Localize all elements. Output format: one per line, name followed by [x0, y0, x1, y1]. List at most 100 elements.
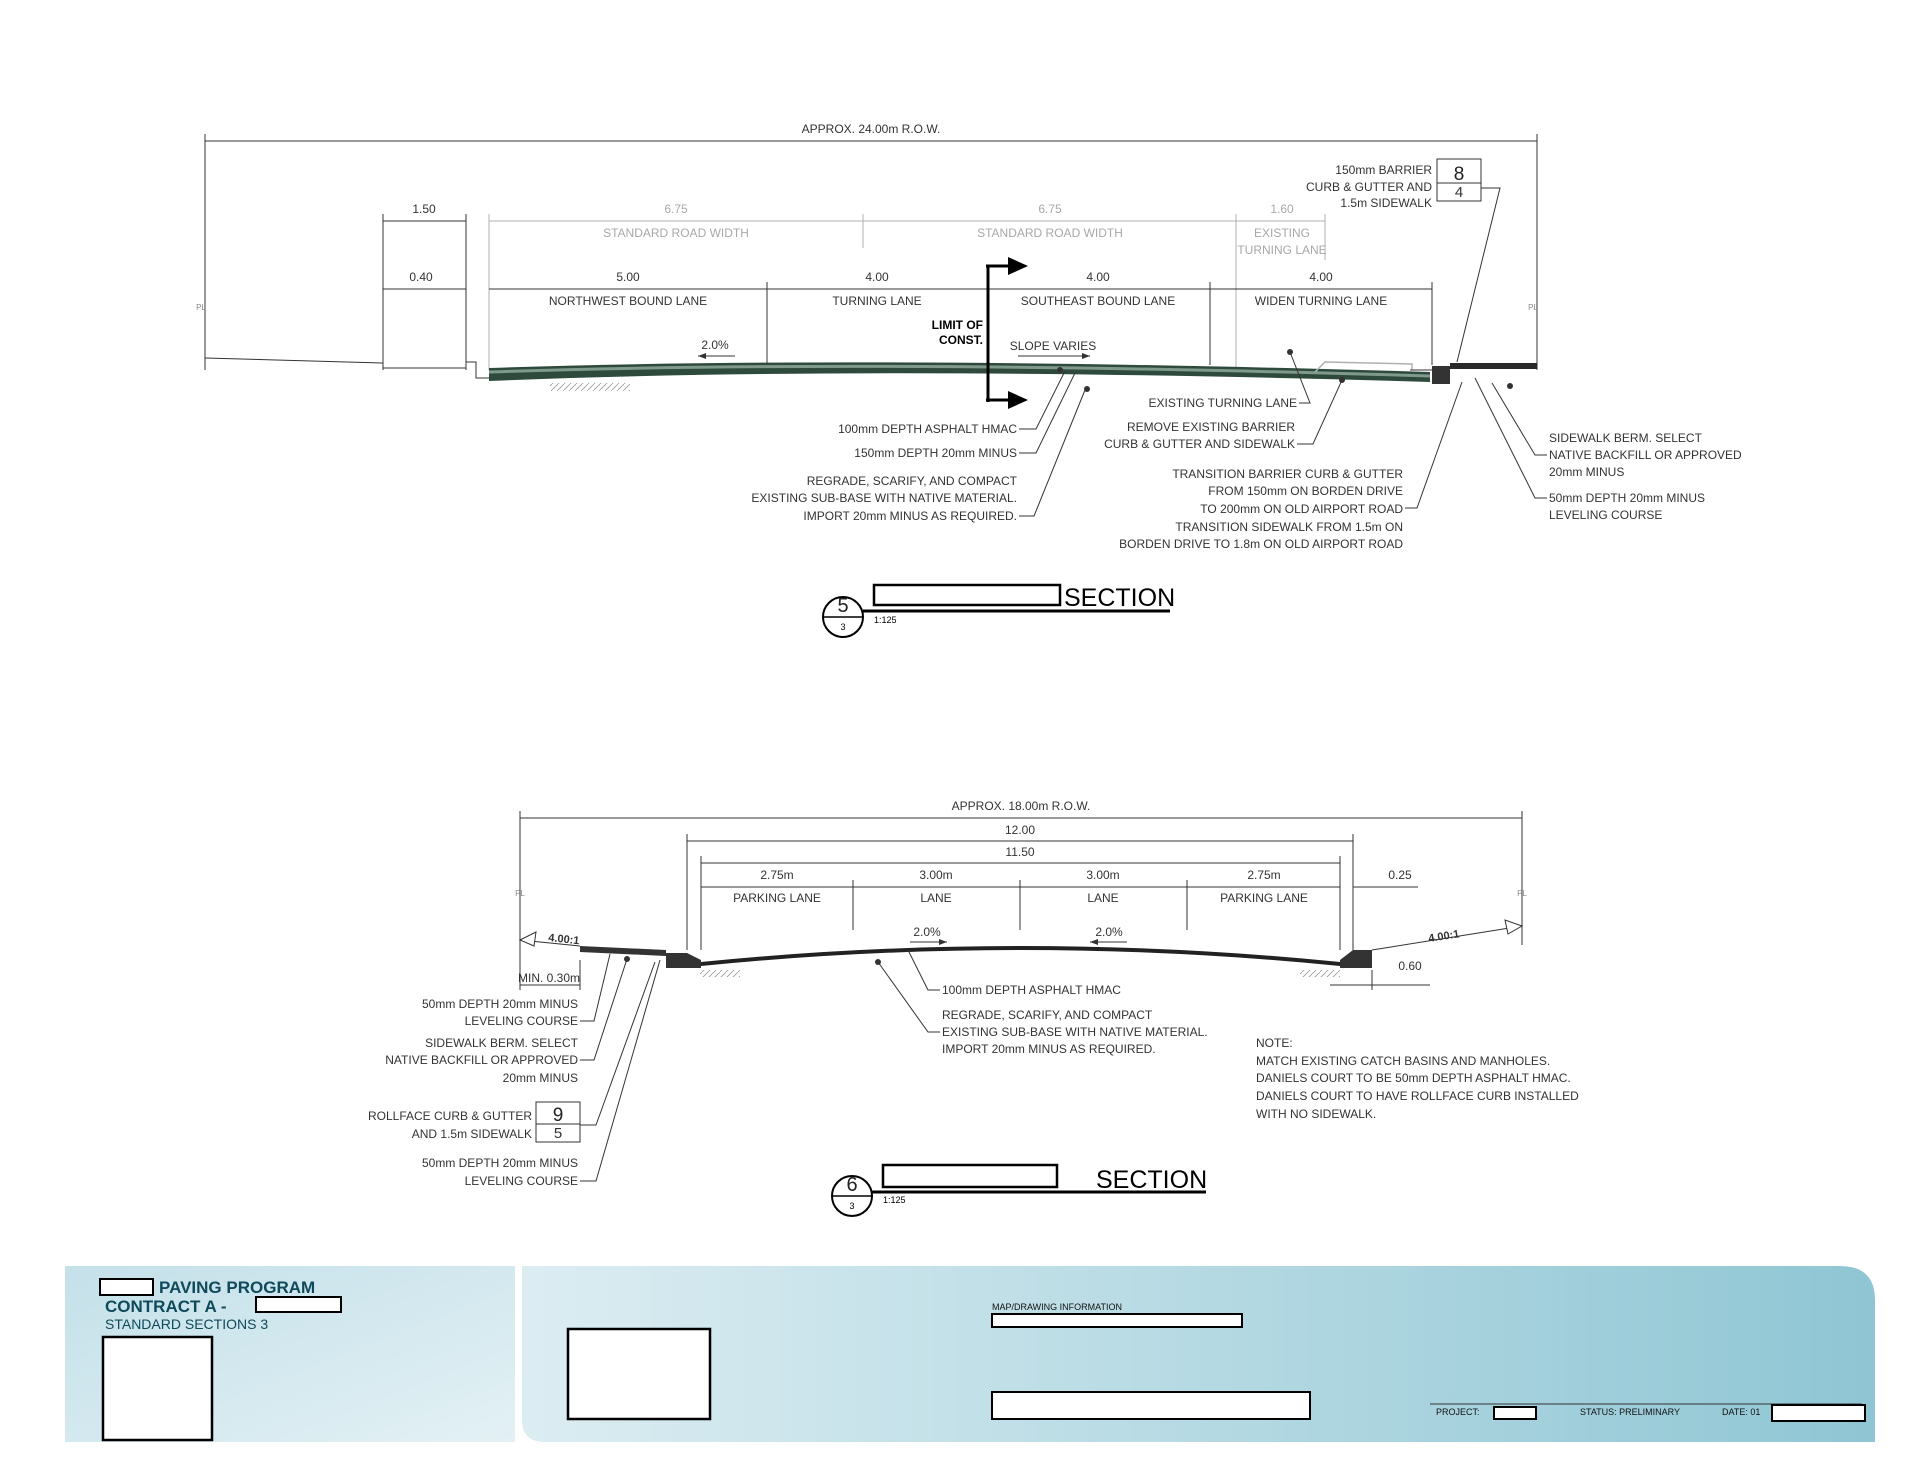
- redacted-box-drawing-number: [991, 1391, 1311, 1420]
- slope-4-to-1-right: 4.00:1: [1428, 928, 1461, 945]
- note-sidewalk-berm-3: 20mm MINUS: [1549, 465, 1624, 479]
- parking-lane-right-label: PARKING LANE: [1220, 891, 1308, 905]
- dim-4-00-widen: 4.00: [1309, 270, 1333, 284]
- note-leveling-2: LEVELING COURSE: [1549, 508, 1662, 522]
- note-asphalt-hmac: 100mm DEPTH ASPHALT HMAC: [838, 422, 1017, 436]
- project-label: PROJECT:: [1436, 1407, 1480, 1417]
- dim-6-75-right: 6.75: [1038, 202, 1062, 216]
- dim-min-0-30: MIN. 0.30m: [518, 971, 580, 985]
- callout-barrier-1: 150mm BARRIER: [1335, 163, 1432, 177]
- general-note-3: DANIELS COURT TO BE 50mm DEPTH ASPHALT H…: [1256, 1071, 1571, 1085]
- note-regrade-6-1: REGRADE, SCARIFY, AND COMPACT: [942, 1008, 1153, 1022]
- note-remove-barrier-2: CURB & GUTTER AND SIDEWALK: [1104, 437, 1295, 451]
- limit-of-const-label-1: LIMIT OF: [932, 318, 983, 332]
- callout-rollface-2: AND 1.5m SIDEWALK: [412, 1127, 532, 1141]
- redacted-box-contract: [255, 1296, 342, 1313]
- widen-turning-lane-label: WIDEN TURNING LANE: [1255, 294, 1387, 308]
- general-note-2: MATCH EXISTING CATCH BASINS AND MANHOLES…: [1256, 1054, 1550, 1068]
- slope-2-percent-right: 2.0%: [1095, 925, 1123, 939]
- note-regrade-6-3: IMPORT 20mm MINUS AS REQUIRED.: [942, 1042, 1156, 1056]
- note-transition-2: FROM 150mm ON BORDEN DRIVE: [1208, 484, 1403, 498]
- callout-rollface-1: ROLLFACE CURB & GUTTER: [368, 1109, 532, 1123]
- redacted-box-map-info: [991, 1313, 1243, 1328]
- standard-road-width-right: STANDARD ROAD WIDTH: [977, 226, 1123, 240]
- note-leveling-1: 50mm DEPTH 20mm MINUS: [1549, 491, 1705, 505]
- redacted-box-project: [1493, 1406, 1537, 1420]
- pl-left-label: PL: [196, 303, 206, 312]
- section-6: APPROX. 18.00m R.O.W. PL PL 12.00 11.50 …: [368, 799, 1579, 1217]
- note-transition-4: TRANSITION SIDEWALK FROM 1.5m ON: [1175, 520, 1403, 534]
- note-regrade-1: REGRADE, SCARIFY, AND COMPACT: [807, 474, 1018, 488]
- note-sidewalk-berm-2: NATIVE BACKFILL OR APPROVED: [1549, 448, 1742, 462]
- logo-placeholder-center: [566, 1327, 712, 1421]
- note-leveling-b-2: LEVELING COURSE: [465, 1174, 578, 1188]
- rollface-curb-left: [666, 953, 701, 968]
- note-transition-1: TRANSITION BARRIER CURB & GUTTER: [1172, 467, 1403, 481]
- map-drawing-information-label: MAP/DRAWING INFORMATION: [992, 1302, 1122, 1312]
- redacted-box-date: [1771, 1404, 1866, 1422]
- dim-1-50: 1.50: [412, 202, 436, 216]
- section-5-sheet: 3: [840, 622, 845, 632]
- note-regrade-3: IMPORT 20mm MINUS AS REQUIRED.: [803, 509, 1017, 523]
- note-transition-5: BORDEN DRIVE TO 1.8m ON OLD AIRPORT ROAD: [1119, 537, 1403, 551]
- southeast-bound-lane-label: SOUTHEAST BOUND LANE: [1021, 294, 1175, 308]
- dim-12-00: 12.00: [1005, 823, 1035, 837]
- general-note-5: WITH NO SIDEWALK.: [1256, 1107, 1376, 1121]
- title-block: PAVING PROGRAM CONTRACT A - STANDARD SEC…: [65, 1266, 1875, 1442]
- slope-varies-label: SLOPE VARIES: [1010, 339, 1096, 353]
- row-dimension-label: APPROX. 24.00m R.O.W.: [802, 122, 941, 136]
- slope-2-percent-left: 2.0%: [913, 925, 941, 939]
- note-berm-6-2: NATIVE BACKFILL OR APPROVED: [385, 1053, 578, 1067]
- slope-4-to-1-left: 4.00:1: [548, 932, 580, 947]
- pl-right-label: PL: [1528, 303, 1538, 312]
- note-existing-turning-lane: EXISTING TURNING LANE: [1149, 396, 1297, 410]
- dim-4-00-southeast: 4.00: [1086, 270, 1110, 284]
- note-regrade-2: EXISTING SUB-BASE WITH NATIVE MATERIAL.: [751, 491, 1017, 505]
- detail-ref-4: 4: [1455, 184, 1463, 201]
- section-6-redacted-name: [881, 1163, 1059, 1189]
- dim-3-00-right: 3.00m: [1086, 868, 1119, 882]
- dim-2-75-right: 2.75m: [1247, 868, 1280, 882]
- section-6-scale: 1:125: [883, 1195, 906, 1205]
- turning-lane-label: TURNING LANE: [832, 294, 921, 308]
- general-note-1: NOTE:: [1256, 1036, 1293, 1050]
- dim-5-00: 5.00: [616, 270, 640, 284]
- dim-0-40: 0.40: [409, 270, 433, 284]
- note-transition-3: TO 200mm ON OLD AIRPORT ROAD: [1200, 502, 1403, 516]
- existing-turning-lane-label-1: EXISTING: [1254, 226, 1310, 240]
- section-5-scale: 1:125: [874, 615, 897, 625]
- standard-road-width-left: STANDARD ROAD WIDTH: [603, 226, 749, 240]
- section-5-number: 5: [837, 595, 848, 617]
- dim-1-60: 1.60: [1270, 202, 1294, 216]
- note-leveling-a-2: LEVELING COURSE: [465, 1014, 578, 1028]
- dim-11-50: 11.50: [1005, 845, 1034, 859]
- limit-of-const-label-2: CONST.: [939, 333, 983, 347]
- callout-barrier-3: 1.5m SIDEWALK: [1340, 196, 1432, 210]
- section-5: APPROX. 24.00m R.O.W. PL PL 1.50 6.75 6.…: [196, 122, 1742, 638]
- section-6-number: 6: [846, 1174, 857, 1196]
- contract-label: CONTRACT A -: [105, 1297, 227, 1316]
- note-leveling-b-1: 50mm DEPTH 20mm MINUS: [422, 1156, 578, 1170]
- barrier-curb-right: [1432, 366, 1450, 384]
- section-5-redacted-name: [872, 583, 1062, 607]
- note-remove-barrier-1: REMOVE EXISTING BARRIER: [1127, 420, 1295, 434]
- dim-4-00-turning: 4.00: [865, 270, 889, 284]
- pl-left-label-6: PL: [515, 889, 525, 898]
- note-sidewalk-berm-1: SIDEWALK BERM. SELECT: [1549, 431, 1703, 445]
- detail-ref-9: 9: [553, 1105, 564, 1126]
- section-5-title: SECTION: [1064, 584, 1175, 612]
- detail-ref-8: 8: [1454, 164, 1465, 185]
- note-berm-6-3: 20mm MINUS: [503, 1071, 578, 1085]
- section-6-title: SECTION: [1096, 1166, 1207, 1194]
- detail-ref-5: 5: [554, 1125, 562, 1142]
- note-150mm-minus: 150mm DEPTH 20mm MINUS: [854, 446, 1017, 460]
- sheet-title: STANDARD SECTIONS 3: [105, 1316, 268, 1332]
- road-pavement-layer-6: [701, 946, 1340, 966]
- section-6-sheet: 3: [849, 1201, 854, 1211]
- parking-lane-left-label: PARKING LANE: [733, 891, 821, 905]
- rollface-curb-right: [1340, 950, 1372, 968]
- dim-0-60: 0.60: [1398, 959, 1422, 973]
- dim-3-00-left: 3.00m: [919, 868, 952, 882]
- callout-barrier-2: CURB & GUTTER AND: [1306, 180, 1432, 194]
